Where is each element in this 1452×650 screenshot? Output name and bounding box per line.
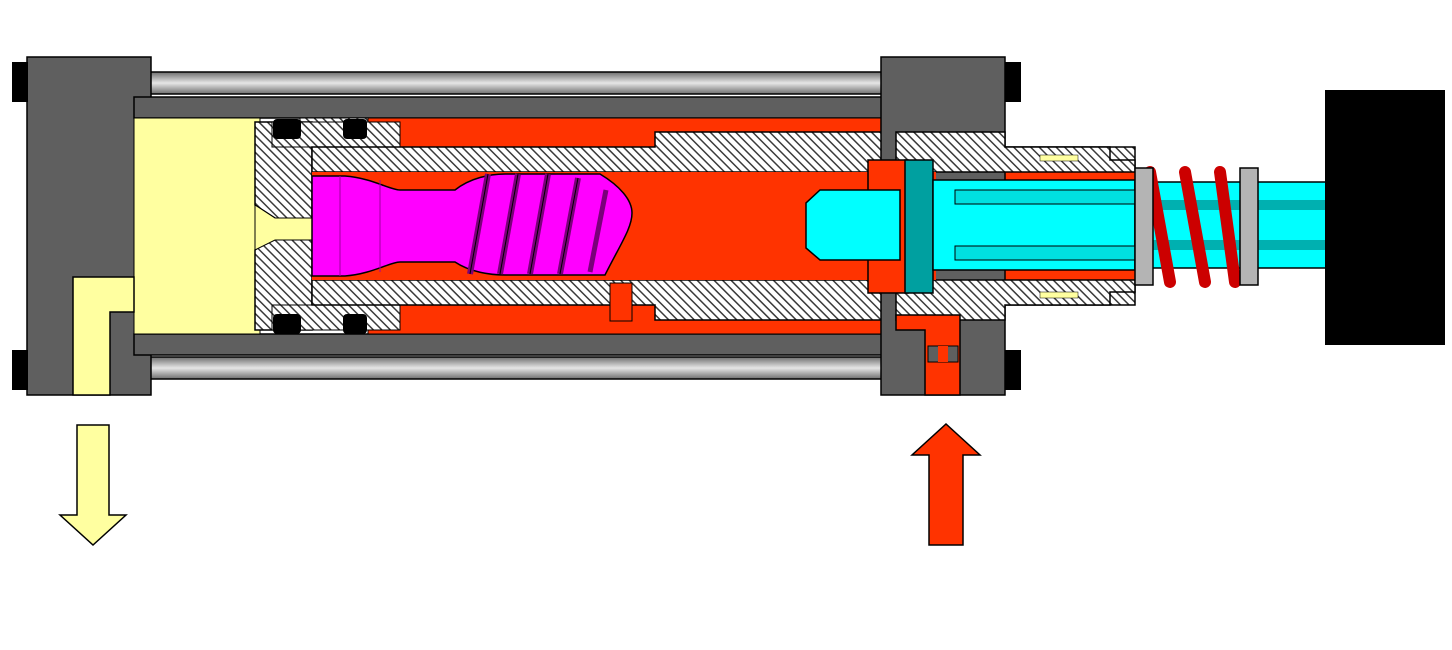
left-cap-nut-bottom [12,350,28,390]
exhaust-chamber [133,117,261,335]
gland-slot-bottom [1039,291,1079,299]
exhaust-port [72,276,135,396]
supply-port-restrictor-hole [938,346,948,362]
right-cap-nut-bottom [1005,350,1021,390]
barrel-wall-top [133,96,897,119]
right-cap-nut-top [1005,62,1021,102]
gland-slot-top [1039,154,1079,162]
output-shaft [805,159,1328,294]
seal-top-1 [273,119,301,139]
tie-rod-bottom [149,356,883,380]
washer-right [1239,167,1259,286]
seal-top-2 [343,119,367,139]
seal-bottom-2 [343,314,367,334]
barrel-wall-bottom [133,333,897,356]
load-block [1325,90,1445,345]
rod-gland-top [895,131,1136,173]
tie-rod-top [149,71,883,95]
supply-arrow [910,422,982,546]
rod-vent [609,282,633,322]
exhaust-arrow [58,424,128,547]
seal-bottom-1 [273,314,301,334]
worm-screw [311,173,633,277]
washer-left [1134,167,1154,286]
left-cap-nut-top [12,62,28,102]
